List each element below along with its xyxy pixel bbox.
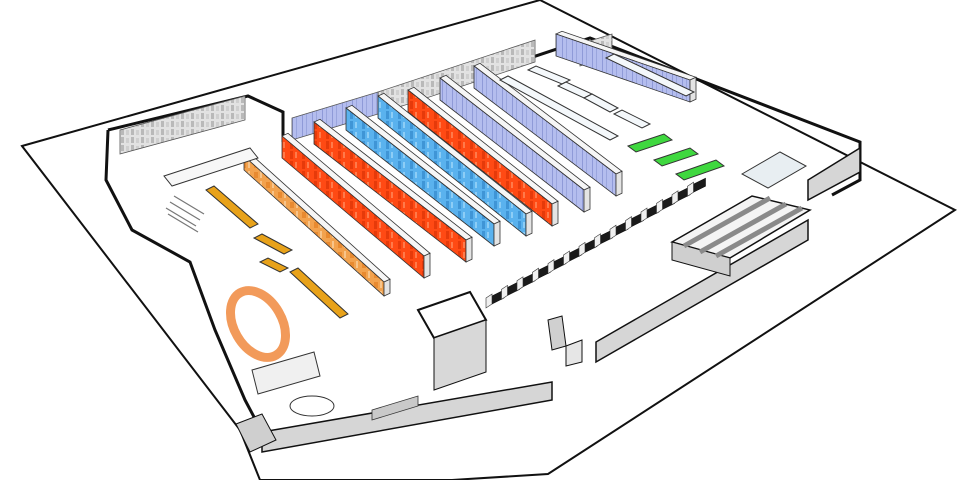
checkout-lane-14: [687, 181, 694, 197]
rotating-rack-display: [165, 195, 205, 233]
back-stock-wall-left: [119, 95, 246, 155]
checkout-lane-5: [547, 259, 555, 275]
checkout-lane-8: [594, 233, 601, 249]
aisle-shelving-group: [243, 30, 698, 297]
red-shelving-1-end-cap: [423, 252, 431, 279]
checkout-lane-6: [563, 250, 570, 266]
bakery-display-4: [258, 257, 290, 273]
checkout-lane-4: [532, 267, 539, 283]
checkout-lane-11: [640, 207, 648, 223]
front-left-corner-block: [235, 413, 277, 453]
lavender-shelving-3: [554, 30, 698, 103]
checkout-lane-2: [501, 284, 508, 300]
lavender-shelving-2-end-cap: [615, 170, 623, 197]
freezer-case-4: [582, 93, 620, 113]
exit-door-frame: [565, 339, 583, 367]
checkout-lane-12: [656, 198, 663, 214]
red-shelving-2: [313, 118, 473, 263]
green-display-table-2: [652, 147, 700, 167]
lavender-shelving-1-end-cap: [583, 186, 591, 213]
left-perimeter-wall: [104, 129, 264, 433]
checkout-lane-1: [485, 293, 493, 309]
blue-shelving-2: [377, 92, 533, 237]
checkout-lane-3: [516, 276, 524, 292]
oval-track-display: [226, 286, 290, 362]
freezer-case-2: [526, 65, 572, 85]
lavender-shelving-3-end-cap: [689, 76, 697, 103]
green-display-table-1: [626, 133, 674, 153]
lavender-shelving-1: [439, 74, 591, 213]
checkout-registers-group: [485, 177, 706, 309]
freezer-case-1: [498, 75, 620, 141]
front-wall-panel: [371, 395, 419, 421]
fixture-group: [205, 53, 726, 319]
produce-shelving-end-cap: [383, 278, 391, 297]
red-shelving-2-end-cap: [465, 236, 473, 263]
front-service-counter: [251, 351, 321, 395]
checkout-lane-9: [609, 224, 617, 240]
green-display-table-3: [674, 159, 726, 181]
escalator-pair: [670, 151, 812, 277]
checkout-lane-13: [671, 190, 679, 206]
bakery-display-1: [205, 185, 259, 229]
blue-shelving-1-end-cap: [493, 220, 501, 247]
red-shelving-1: [281, 132, 431, 279]
checkout-lane-7: [578, 241, 586, 257]
round-display-table: [289, 395, 335, 417]
freezer-case-6: [604, 53, 696, 97]
red-shelving-3: [407, 86, 559, 227]
service-counter: [163, 147, 259, 187]
bakery-display-3: [289, 267, 349, 319]
right-back-wall: [807, 146, 861, 202]
glass-stair-railing: [740, 151, 808, 189]
checkout-lane-10: [625, 216, 632, 232]
right-front-wall: [595, 218, 809, 364]
blue-shelving-2-end-cap: [525, 210, 533, 237]
vestibule-side: [433, 319, 487, 391]
freezer-case-5: [612, 109, 652, 129]
red-shelving-3-end-cap: [551, 200, 559, 227]
blue-shelving-1: [345, 104, 501, 247]
lavender-shelving-2: [473, 62, 623, 197]
escalator-well-side: [671, 241, 731, 277]
bakery-display-2: [252, 233, 294, 255]
